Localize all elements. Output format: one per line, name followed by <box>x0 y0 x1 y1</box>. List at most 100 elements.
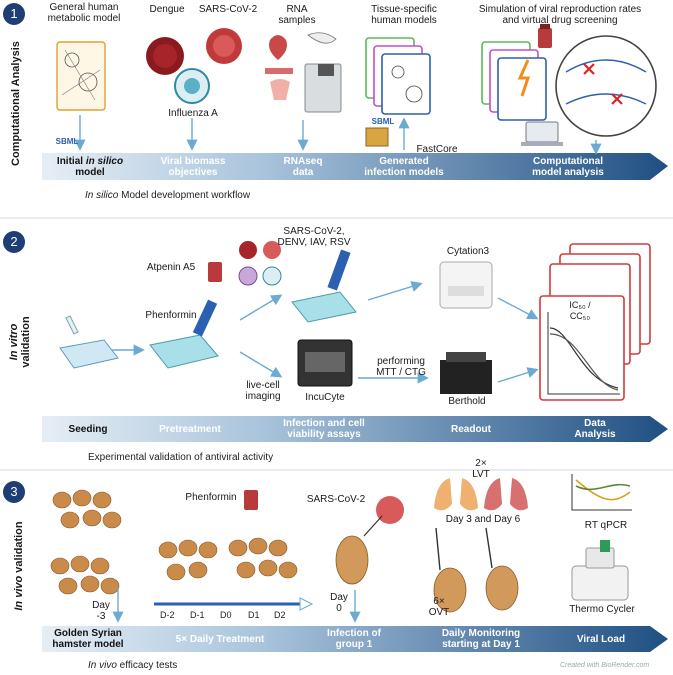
panel2-vertical-label-em: In vitro <box>8 323 20 361</box>
panel2-workflow-caption: Experimental validation of antiviral act… <box>88 452 274 463</box>
panel2-badge: 2 <box>3 231 25 253</box>
simulation-model-cards <box>481 41 547 121</box>
timeline-tick: D0 <box>220 610 232 620</box>
influenza-virus-icon <box>174 68 210 104</box>
tissue-label: Tissue-specific human models <box>371 4 437 26</box>
dengue-label: Dengue <box>149 4 185 15</box>
rtqpcr-label: RT qPCR <box>584 520 628 531</box>
panel3-vertical-label-rest: validation <box>13 521 25 576</box>
infected-hamster-icon <box>335 515 383 585</box>
timeline-tick: D2 <box>274 610 286 620</box>
bar2-step-seeding: Seeding <box>68 424 108 435</box>
bar1-step-infection-models: Generated infection models <box>364 156 444 178</box>
panel3-caption-rest: efficacy tests <box>116 660 178 671</box>
bar1-step-rnaseq: RNAseq data <box>283 156 323 178</box>
metabolic-model-icon <box>56 41 106 111</box>
timeline-tick: D-2 <box>160 610 175 620</box>
dengue-virus-icon <box>146 37 184 75</box>
pretreatment-plate-icon <box>149 299 219 369</box>
laptop-icon <box>521 121 563 146</box>
hamster-group-icon <box>50 489 122 595</box>
panel2-workflow-bar <box>42 416 668 442</box>
well-plate-icon <box>59 339 119 369</box>
monitoring-hamsters-icon <box>433 527 519 613</box>
qpcr-curve-card <box>571 474 632 511</box>
bar3-step-daily-monitoring: Daily Monitoring starting at Day 1 <box>441 628 521 650</box>
bar2-step-data-analysis: Data Analysis <box>574 418 616 440</box>
incucyte-icon <box>297 339 353 387</box>
sbml-icon-label: SBML <box>55 137 79 146</box>
lvt-label: 2× LVT <box>472 458 490 480</box>
panel1-workflow-caption: In silico Model development workflow <box>85 190 250 201</box>
phenformin-label: Phenformin <box>145 310 197 321</box>
cytation3-icon <box>439 261 493 309</box>
bar1-step-viral-biomass: Viral biomass objectives <box>160 156 226 178</box>
panel3-vertical-label: In vivo validation <box>13 521 25 611</box>
sbml-icon-label: SBML <box>371 117 395 126</box>
bar2-step-readout: Readout <box>451 424 491 435</box>
tissue-model-cards <box>365 37 431 115</box>
viruses-cluster-icon <box>238 241 282 286</box>
panel1-badge: 1 <box>3 3 25 25</box>
general-model-label: General human metabolic model <box>47 2 121 24</box>
timeline-tick: D1 <box>248 610 260 620</box>
panel1-vertical-label: Computational Analysis <box>10 41 22 166</box>
panel2-vertical-label-rest: validation <box>20 316 32 368</box>
berthold-icon <box>440 352 492 394</box>
treatment-timeline <box>154 597 314 611</box>
mtt-label: performing MTT / CTG <box>376 356 426 378</box>
bar3-step-viral-load: Viral Load <box>576 634 626 645</box>
pathway-zoom-circle <box>555 35 657 137</box>
sars-label-p3: SARS-CoV-2 <box>306 494 366 505</box>
sars-label: SARS-CoV-2 <box>198 4 258 15</box>
simulation-label: Simulation of viral reproduction rates a… <box>478 4 642 26</box>
lungs-icon <box>434 478 528 511</box>
panel3-badge: 3 <box>3 481 25 503</box>
thermo-cycler-icon <box>571 540 629 601</box>
thermo-label: Thermo Cycler <box>569 604 635 615</box>
rna-label: RNA samples <box>278 4 316 26</box>
influenza-label: Influenza A <box>168 108 218 119</box>
phenformin-label-p3: Phenformin <box>185 492 237 503</box>
day36-label: Day 3 and Day 6 <box>445 514 521 525</box>
biorender-watermark: Created with BioRender.com <box>560 662 650 669</box>
berthold-label: Berthold <box>448 396 486 407</box>
panel3-caption-em: In vivo <box>88 660 117 671</box>
bar3-step-hamster-model: Golden Syrian hamster model <box>52 628 124 650</box>
panel1-caption-rest: Model development workflow <box>118 190 251 201</box>
sars-virus-small-icon <box>376 496 404 524</box>
tissue-samples-icon <box>265 32 337 100</box>
day-minus3-label: Day -3 <box>92 600 110 622</box>
bar1-step-prefix: Initial <box>56 156 86 167</box>
panel2-vertical-label: In vitro validation <box>8 312 32 372</box>
fastcore-box-icon <box>365 127 389 147</box>
incucyte-label: IncuCyte <box>305 392 345 403</box>
bar1-step-em: in silico <box>85 156 124 167</box>
panel3-workflow-caption: In vivo efficacy tests <box>88 660 177 671</box>
fastcore-label: FastCore <box>416 144 458 155</box>
phenformin-bottle-icon <box>244 490 258 510</box>
bar3-step-daily-treatment: 5× Daily Treatment <box>175 634 265 645</box>
sequencer-icon <box>304 63 342 113</box>
bar1-step-initial-model: Initial in silico model <box>44 156 136 178</box>
bar2-step-infection-assays: Infection and cell viability assays <box>283 418 365 440</box>
ovt-label: 6× OVT <box>428 596 450 618</box>
panel1-workflow-bar <box>42 153 668 180</box>
day0-label: Day 0 <box>330 592 348 614</box>
ic50-label: IC₅₀ / CC₅₀ <box>569 300 591 321</box>
sars-virus-icon <box>206 28 242 64</box>
tube-icon <box>65 315 79 335</box>
atpenin-bottle-icon <box>208 262 222 282</box>
panel3-workflow-bar <box>42 626 668 652</box>
timeline-tick: D-1 <box>190 610 205 620</box>
dose-response-cards <box>539 243 651 401</box>
livecell-label: live-cell imaging <box>245 380 281 402</box>
drug-bottle-icon <box>538 24 552 48</box>
treated-hamsters-icon <box>158 537 298 581</box>
cytation-label: Cytation3 <box>446 246 490 257</box>
bar2-step-pretreatment: Pretreatment <box>159 424 221 435</box>
bar1-step-suffix: model <box>75 167 105 178</box>
atpenin-label: Atpenin A5 <box>146 262 196 273</box>
bar3-step-infection: Infection of group 1 <box>327 628 381 650</box>
